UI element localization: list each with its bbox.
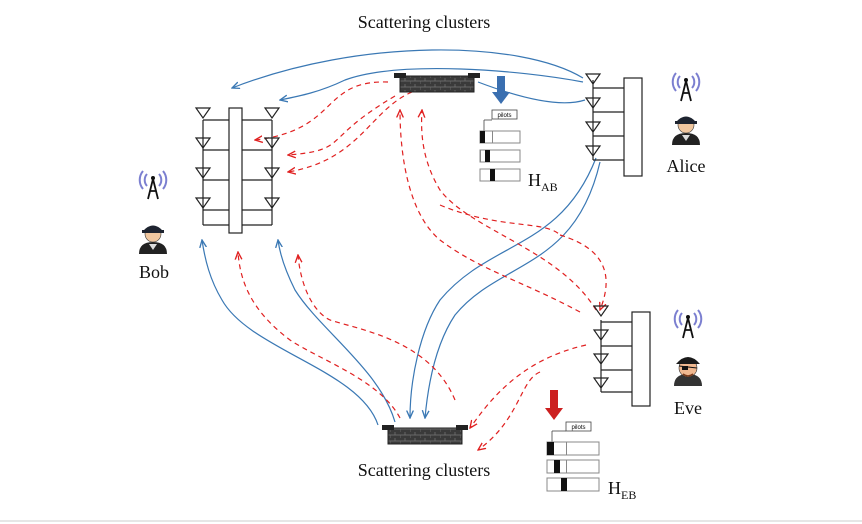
down-arrow-icon xyxy=(492,76,510,104)
path-alice-to-bob-top xyxy=(232,49,584,88)
h-ab-label: HAB xyxy=(528,170,558,194)
bob-user-icon xyxy=(139,225,167,254)
bottom-scattering-cluster-icon xyxy=(382,425,468,445)
eve-pirate-icon xyxy=(674,357,702,386)
pilots-label: pilots xyxy=(571,425,585,431)
eavesdropper-paths xyxy=(238,81,607,450)
path-alice-to-bottom-cluster-2 xyxy=(425,161,601,418)
path-alice-to-top-cluster xyxy=(477,81,586,104)
antenna-icon xyxy=(194,107,281,210)
eve-path-alice-to-eve xyxy=(559,234,607,310)
antenna-icon xyxy=(584,73,602,158)
h-eb-pilot-block: pilots HEB xyxy=(545,390,636,502)
alice-name: Alice xyxy=(667,156,706,176)
eve-antenna-array xyxy=(592,305,651,407)
legitimate-paths xyxy=(202,49,601,426)
eve-path-top-2 xyxy=(288,91,413,172)
h-eb-label: HEB xyxy=(608,478,636,502)
eve-path-bottom-to-bob-1 xyxy=(298,255,456,401)
h-ab-pilot-block: pilots HAB xyxy=(479,76,558,194)
eve-path-bottom-to-bob-2 xyxy=(238,252,401,419)
eve-name: Eve xyxy=(674,398,702,418)
radio-tower-icon xyxy=(673,309,703,339)
eve-path-bottom-2 xyxy=(478,371,541,450)
down-arrow-icon xyxy=(545,390,563,420)
eve-path-cross-1 xyxy=(400,110,581,313)
path-alice-to-bottom-cluster-1 xyxy=(410,157,597,418)
bob-name: Bob xyxy=(139,262,169,282)
bottom-cluster-label: Scattering clusters xyxy=(358,460,490,480)
alice-antenna-array xyxy=(584,73,643,177)
antenna-icon xyxy=(592,305,610,390)
top-cluster-label: Scattering clusters xyxy=(358,12,490,32)
eve-path-bottom-1 xyxy=(470,344,587,428)
top-scattering-cluster-icon xyxy=(394,73,480,93)
path-bottom-cluster-to-bob-1 xyxy=(202,240,379,426)
eve-path-top-3 xyxy=(288,95,396,155)
radio-tower-icon xyxy=(138,170,168,200)
eve-path-top-1 xyxy=(255,81,389,140)
pilots-label: pilots xyxy=(497,113,511,119)
path-alice-cluster-top xyxy=(280,68,584,100)
eve-path-cross-2 xyxy=(422,110,597,311)
eve-path-top-to-eve xyxy=(439,204,561,236)
path-bottom-cluster-to-bob-2 xyxy=(278,240,396,423)
bottom-divider xyxy=(0,520,862,522)
radio-tower-icon xyxy=(671,72,701,102)
alice-user-icon xyxy=(672,116,700,145)
bob-antenna-array xyxy=(194,107,281,234)
